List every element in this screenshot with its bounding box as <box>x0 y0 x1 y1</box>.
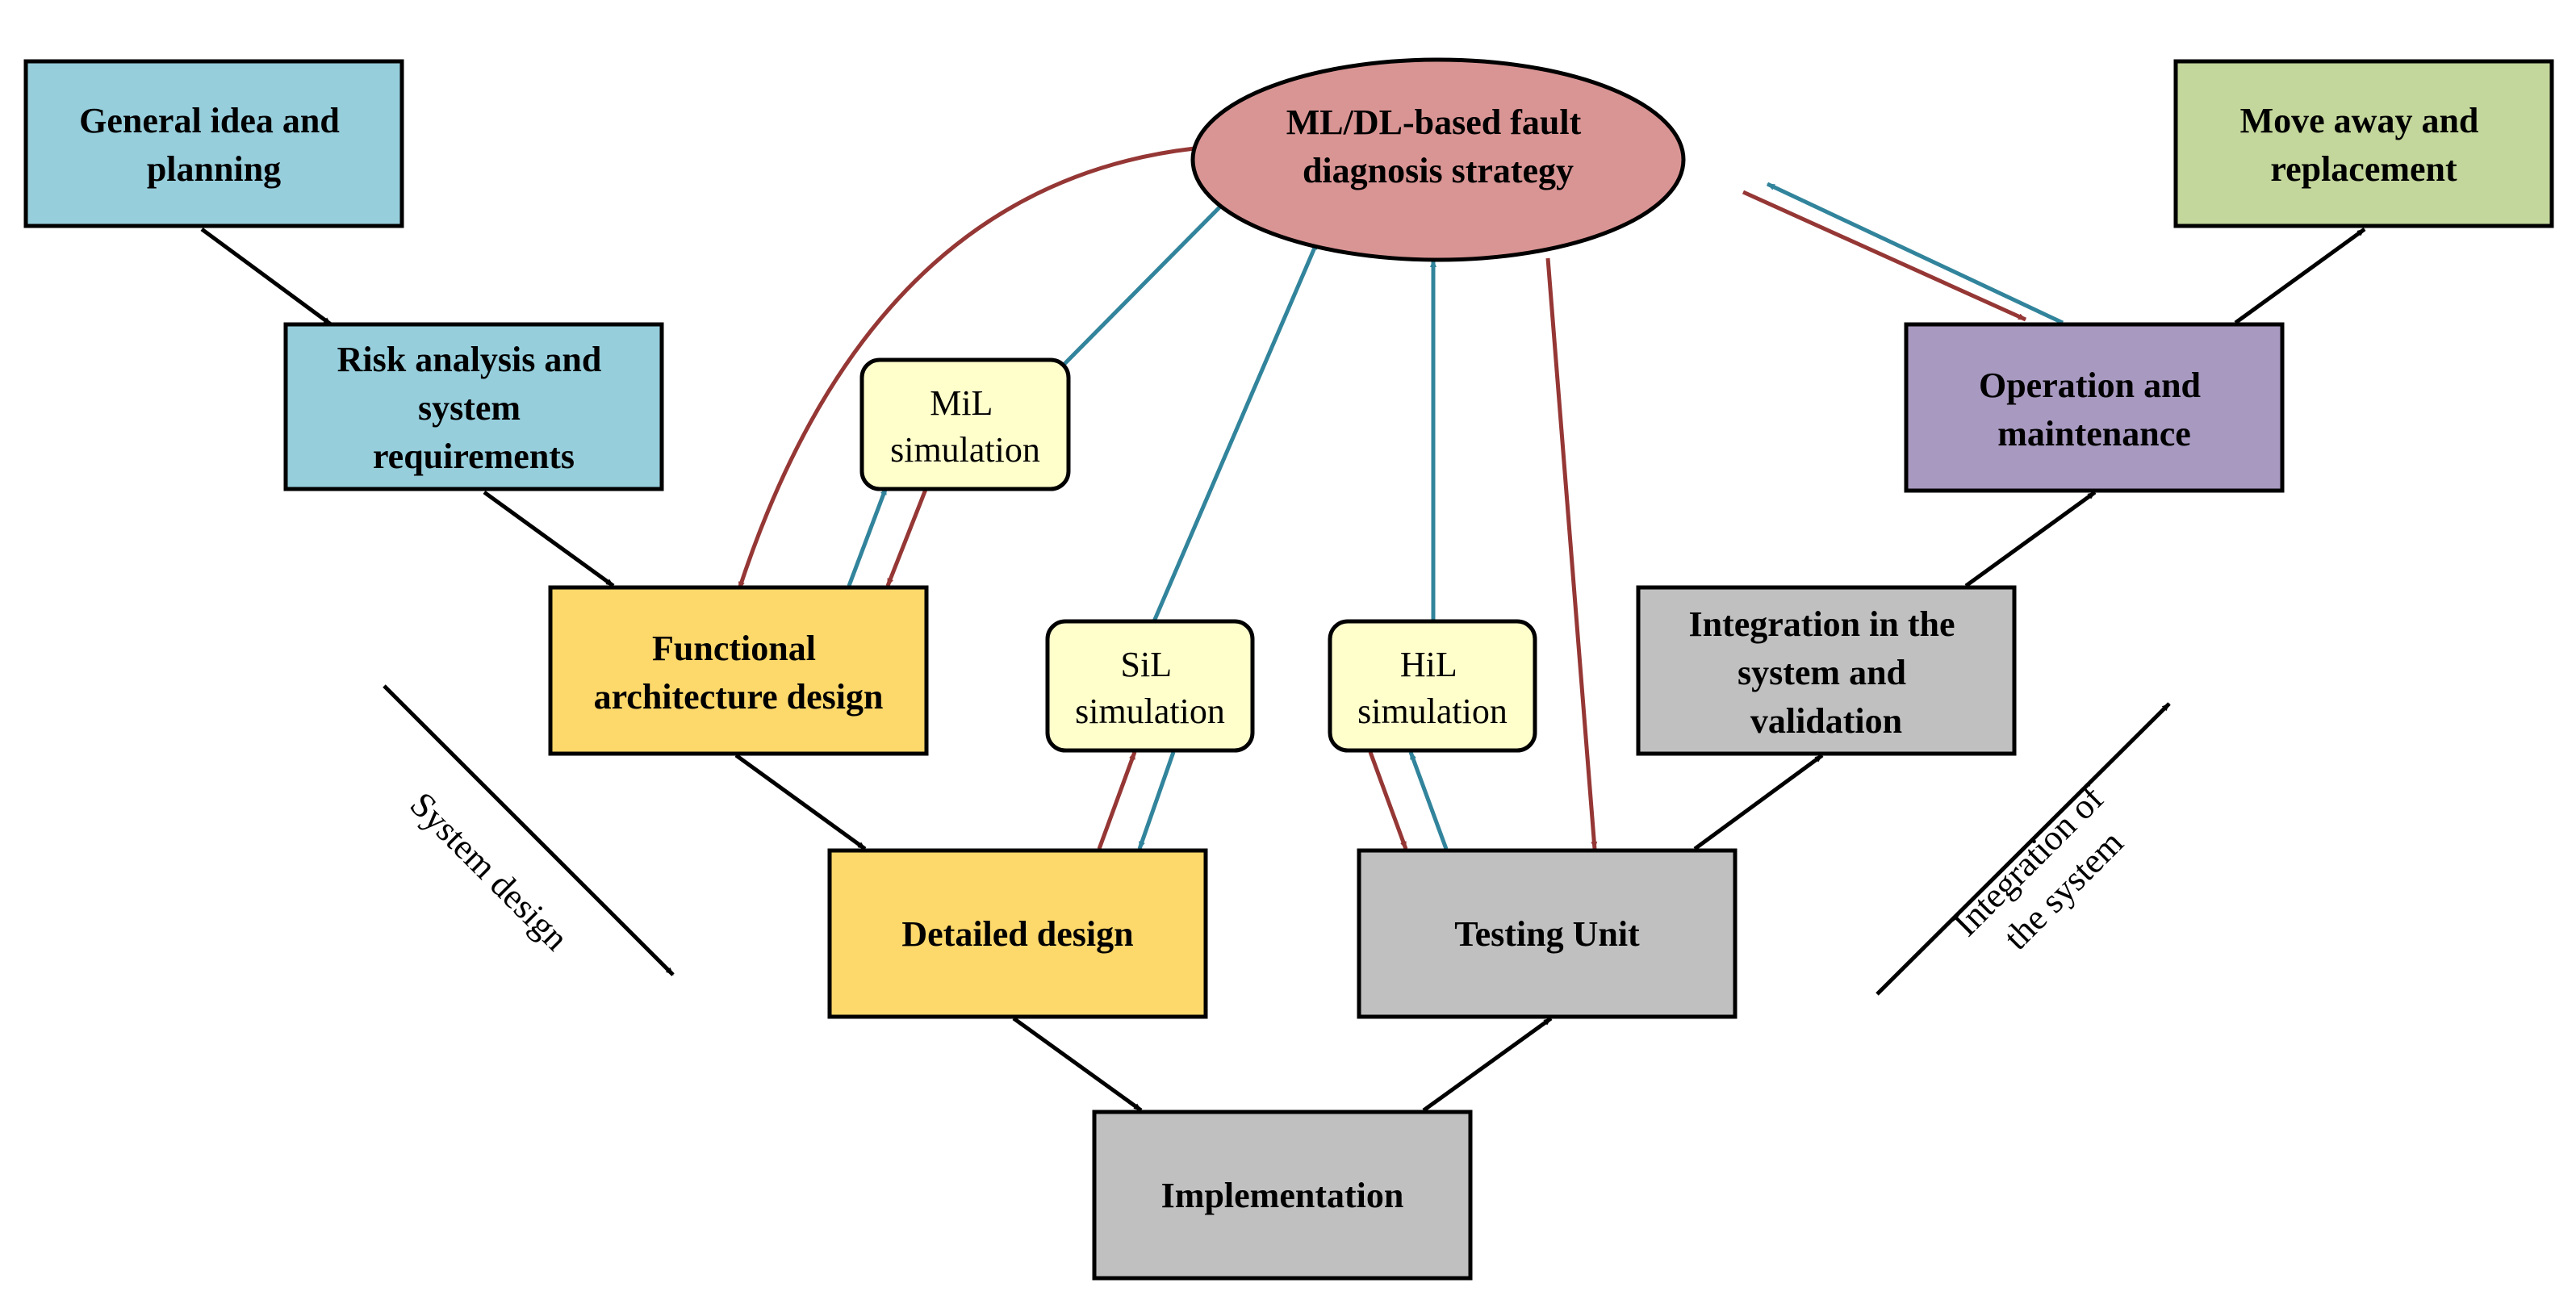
teal-arrows <box>847 182 2064 850</box>
node-operation-maintenance: Operation and maintenance <box>1904 322 2285 493</box>
operation-maintenance-line2: maintenance <box>1997 414 2191 453</box>
general-idea-line2: planning <box>147 149 281 189</box>
arrow-strategy-to-testing <box>1545 257 1598 850</box>
mil-sim-line2: simulation <box>890 430 1040 470</box>
svg-text:Operation and maintenanc: Operation and maintenance <box>1979 366 2210 453</box>
risk-analysis-line3: requirements <box>373 437 575 476</box>
arrow-strategy-to-functional <box>737 146 1195 590</box>
node-testing-unit: Testing Unit <box>1357 848 1738 1019</box>
arrow-hil-to-testing <box>1368 751 1408 850</box>
hil-sim-line1: HiL <box>1400 645 1456 684</box>
hil-sim-line2: simulation <box>1357 692 1508 731</box>
functional-arch-line2: architecture design <box>594 677 884 717</box>
node-integration-validation: Integration in the system and validation <box>1636 585 2017 756</box>
svg-text:Implementation: Implementation <box>1161 1176 1404 1215</box>
arrow-functional-to-detailed <box>734 753 867 851</box>
svg-text:Integration of the system: Integration of the system <box>1946 772 2149 976</box>
node-hil-simulation: HiL simulation <box>1328 619 1537 753</box>
arrow-mil-to-strategy <box>1062 200 1227 366</box>
arrow-sil-to-detailed <box>1137 751 1176 850</box>
arrow-implementation-to-testing <box>1422 1016 1553 1113</box>
sil-sim-line2: simulation <box>1075 692 1225 731</box>
node-detailed-design: Detailed design <box>827 848 1208 1019</box>
flow-arrows <box>200 227 2366 1113</box>
sil-sim-line1: SiL <box>1121 645 1171 684</box>
svg-text:Testing Unit: Testing Unit <box>1454 914 1640 954</box>
ml-strategy-line1: ML/DL-based fault <box>1286 102 1582 142</box>
integration-validation-line3: validation <box>1750 701 1902 741</box>
svg-text:SiL simulation: SiL simulation <box>1075 645 1225 731</box>
arrow-detailed-to-implementation <box>1012 1016 1143 1113</box>
risk-analysis-line1: Risk analysis and <box>337 340 602 379</box>
arrow-integration-system <box>1876 702 2171 996</box>
detailed-design-line1: Detailed design <box>901 914 1133 954</box>
move-away-line2: replacement <box>2270 149 2457 189</box>
node-mil-simulation: MiL simulation <box>859 357 1071 491</box>
arrow-sil-to-strategy <box>1152 241 1319 622</box>
ml-strategy-line2: diagnosis strategy <box>1303 151 1574 190</box>
svg-text:Risk analysis and system: Risk analysis and system requirements <box>337 340 611 476</box>
operation-maintenance-line1: Operation and <box>1979 366 2201 405</box>
svg-text:General idea and plannin: General idea and planning <box>79 101 349 189</box>
functional-arch-line1: Functional <box>652 629 816 668</box>
node-move-away: Move away and replacement <box>2173 59 2554 228</box>
svg-text:Move away and replacemen: Move away and replacement <box>2240 101 2488 189</box>
node-ml-strategy: ML/DL-based fault diagnosis strategy <box>1190 57 1686 262</box>
integration-validation-line2: system and <box>1738 653 1906 692</box>
node-general-idea: General idea and planning <box>23 59 404 228</box>
integration-validation-line1: Integration in the <box>1689 604 1955 644</box>
svg-text:ML/DL-based fault diagno: ML/DL-based fault diagnosis strategy <box>1286 102 1590 190</box>
node-functional-arch: Functional architecture design <box>548 585 929 756</box>
svg-text:HiL simulation: HiL simulation <box>1357 645 1508 731</box>
arrow-functional-to-mil <box>847 487 889 587</box>
risk-analysis-line2: system <box>418 388 521 428</box>
arrow-system-design <box>383 684 675 976</box>
label-system-design: System design <box>403 784 576 958</box>
testing-unit-line1: Testing Unit <box>1454 914 1640 954</box>
svg-text:Detailed design: Detailed design <box>901 914 1133 954</box>
svg-text:Functional architecture: Functional architecture design <box>594 629 884 717</box>
node-implementation: Implementation <box>1092 1110 1473 1281</box>
implementation-line1: Implementation <box>1161 1176 1404 1215</box>
node-sil-simulation: SiL simulation <box>1045 619 1255 753</box>
svg-text:MiL simulation: MiL simulation <box>890 383 1040 470</box>
move-away-line1: Move away and <box>2240 101 2479 140</box>
arrow-strategy-to-operation <box>1742 190 2027 322</box>
arrow-integration-to-operation <box>1964 490 2097 588</box>
arrow-operation-to-moveaway <box>2234 227 2366 325</box>
arrow-general-to-risk <box>200 227 332 327</box>
mil-sim-line1: MiL <box>930 383 992 423</box>
node-risk-analysis: Risk analysis and system requirements <box>283 322 664 491</box>
svg-text:Integration in the syste: Integration in the system and validation <box>1689 604 1964 741</box>
arrow-mil-to-functional <box>885 487 929 587</box>
red-arrows <box>737 146 2027 850</box>
arrow-detailed-to-sil <box>1097 751 1137 850</box>
arrow-testing-to-hil <box>1408 751 1449 850</box>
general-idea-line1: General idea and <box>79 101 340 140</box>
arrow-testing-to-integration <box>1693 753 1824 851</box>
arrow-risk-to-functional <box>483 490 615 588</box>
arrow-operation-to-strategy <box>1766 182 2064 325</box>
